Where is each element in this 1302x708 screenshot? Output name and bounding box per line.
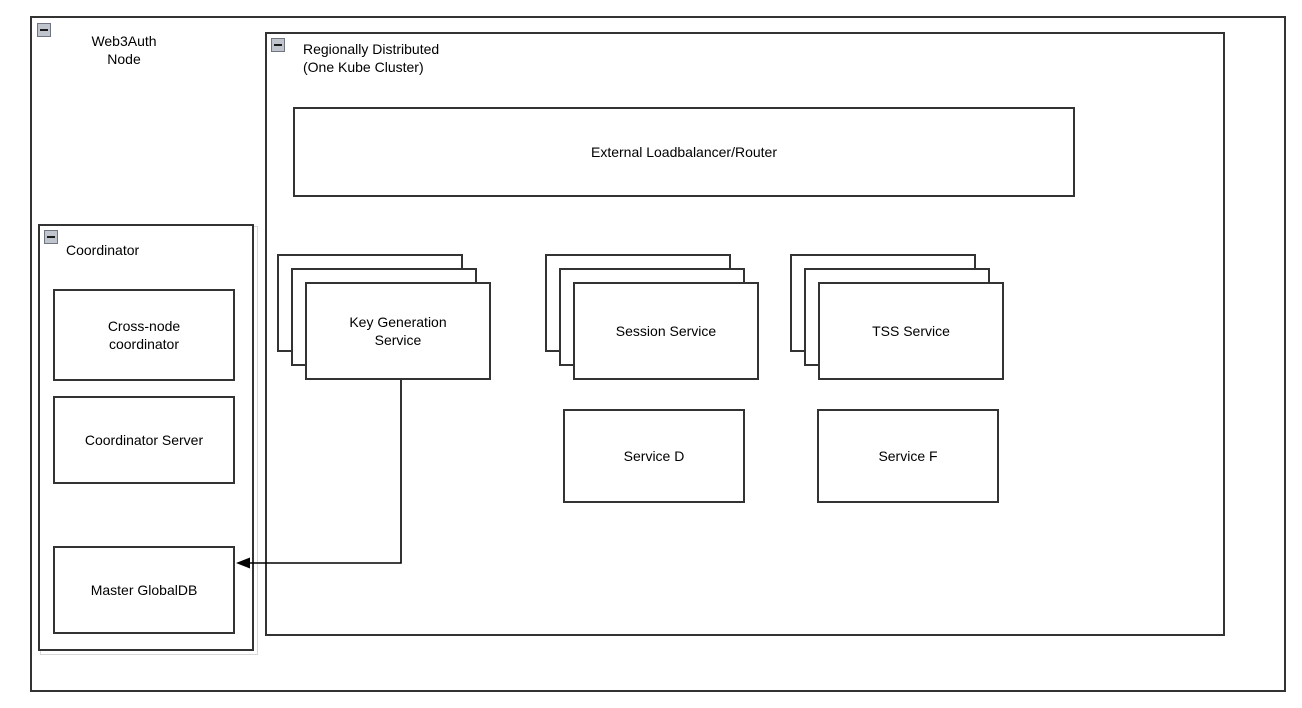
session-service-stack[interactable]: Session Service bbox=[545, 254, 759, 380]
web3auth-node-collapse-icon[interactable] bbox=[37, 23, 51, 37]
coordinator-server-node[interactable]: Coordinator Server bbox=[53, 396, 235, 484]
web3auth-node-title: Web3Auth Node bbox=[91, 33, 157, 67]
master-globaldb-node[interactable]: Master GlobalDB bbox=[53, 546, 235, 634]
minus-glyph bbox=[47, 236, 55, 238]
kube-cluster-collapse-icon[interactable] bbox=[271, 38, 285, 52]
tss-service-node[interactable]: TSS Service bbox=[818, 282, 1004, 380]
key-generation-service-stack[interactable]: Key Generation Service bbox=[277, 254, 491, 380]
minus-glyph bbox=[40, 29, 48, 31]
minus-glyph bbox=[274, 44, 282, 46]
external-loadbalancer-node[interactable]: External Loadbalancer/Router bbox=[293, 107, 1075, 197]
kube-cluster-title: Regionally Distributed (One Kube Cluster… bbox=[303, 41, 440, 75]
service-f-node[interactable]: Service F bbox=[817, 409, 999, 503]
coordinator-title: Coordinator bbox=[66, 242, 140, 258]
cross-node-coordinator-node[interactable]: Cross-node coordinator bbox=[53, 289, 235, 381]
coordinator-collapse-icon[interactable] bbox=[44, 230, 58, 244]
key-generation-service-node[interactable]: Key Generation Service bbox=[305, 282, 491, 380]
session-service-node[interactable]: Session Service bbox=[573, 282, 759, 380]
service-d-node[interactable]: Service D bbox=[563, 409, 745, 503]
tss-service-stack[interactable]: TSS Service bbox=[790, 254, 1004, 380]
